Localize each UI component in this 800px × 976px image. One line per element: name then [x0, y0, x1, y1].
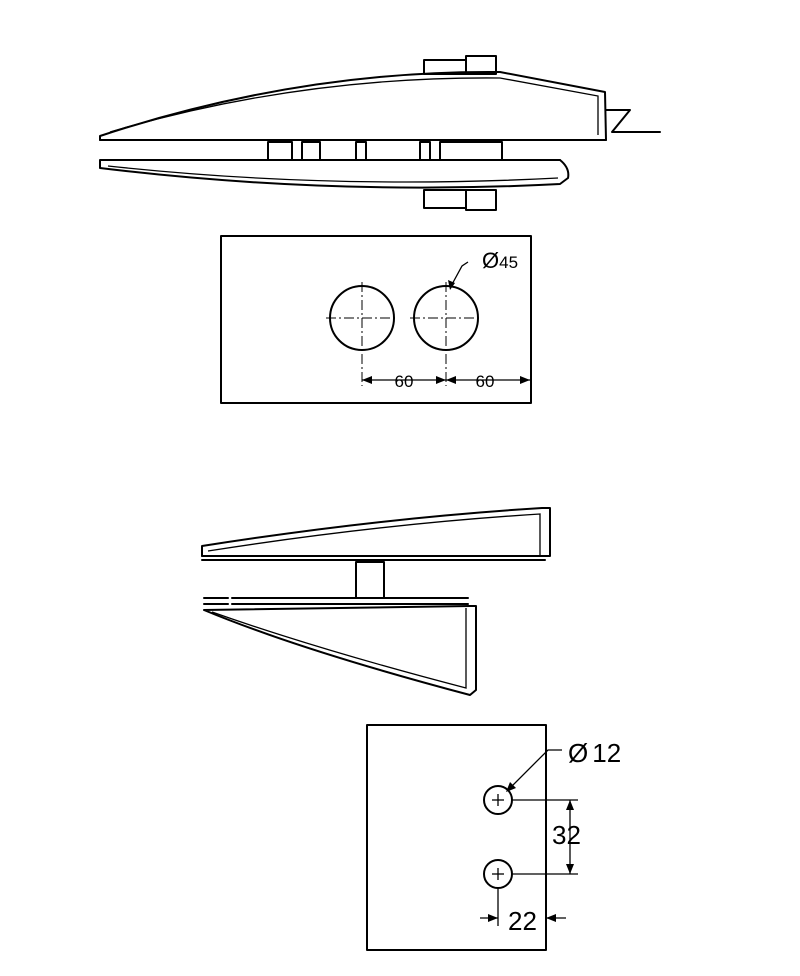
lower-cover	[99, 159, 570, 189]
hole-leader	[449, 261, 469, 289]
pad-4	[419, 141, 431, 161]
lower-bracket	[203, 605, 477, 696]
wall-bracket	[605, 109, 661, 133]
edge-offset-label: 22	[508, 906, 537, 936]
hole-diameter-label: Ø45	[482, 248, 518, 273]
top-plate-outline	[220, 235, 532, 404]
top-plan-view: Ø45 60 60	[220, 235, 532, 404]
pad-5	[439, 141, 503, 161]
pad-1	[267, 141, 293, 161]
pad-3	[355, 141, 367, 161]
small-hole-leader	[507, 749, 562, 791]
top-side-view	[99, 55, 661, 211]
pad-2	[301, 141, 321, 161]
lower-cover-inner	[107, 165, 559, 183]
spacing-right-label: 60	[476, 372, 495, 391]
lower-bracket-inner	[211, 608, 467, 689]
upper-arm	[201, 507, 551, 557]
vertical-spacing-label: 32	[552, 820, 581, 850]
upper-arm-inner	[207, 513, 541, 556]
bottom-knob-1	[423, 189, 467, 209]
upper-cover	[99, 70, 607, 141]
spacing-left-label: 60	[395, 372, 414, 391]
bottom-plate-outline	[366, 724, 547, 951]
top-knob-2	[465, 55, 497, 75]
bottom-side-view	[201, 507, 551, 696]
post	[355, 561, 385, 599]
upper-cover-inner	[109, 77, 599, 135]
bottom-knob-2	[465, 189, 497, 211]
